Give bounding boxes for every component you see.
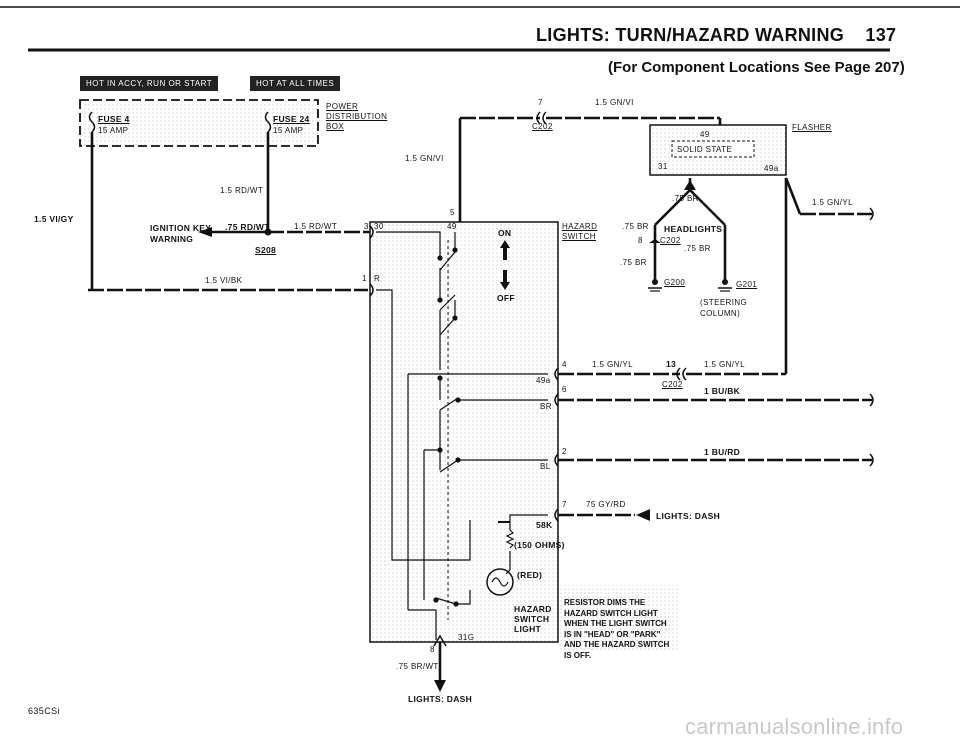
switch-internals [376, 231, 548, 640]
wire-label-vi-bk: 1.5 VI/BK [205, 276, 243, 285]
page-subtitle: (For Component Locations See Page 207) [608, 59, 905, 76]
wire-label-br-wt: .75 BR/WT [396, 662, 439, 671]
splice-s208: S208 [255, 245, 277, 255]
wire-label-br-c: .75 BR [684, 244, 711, 253]
wire-label-br-d: .75 BR [620, 258, 647, 267]
lamp-name-2: SWITCH [514, 614, 550, 624]
pin-7-top: 7 [538, 98, 543, 107]
watermark: carmanualsonline.info [685, 714, 904, 739]
ground-g200-label: G200 [664, 278, 686, 287]
lamp-name-3: LIGHT [514, 624, 541, 634]
headlights-label: HEADLIGHTS [664, 224, 723, 234]
wire-label-rd-wt-75: .75 RD/WT [225, 222, 270, 232]
page-title: LIGHTS: TURN/HAZARD WARNING 137 [536, 25, 896, 46]
power-box-line2: DISTRIBUTION [326, 112, 388, 121]
page-number: 137 [865, 25, 897, 45]
flasher-pin-49a: 49a [764, 164, 779, 173]
wire-label-bu-bk: 1 BU/BK [704, 386, 741, 396]
pin-bl: BL [540, 462, 551, 471]
pin-2: 2 [562, 447, 567, 456]
pin-br: BR [540, 402, 552, 411]
lights-dash-right: LIGHTS: DASH [656, 511, 721, 521]
page-title-text: LIGHTS: TURN/HAZARD WARNING [536, 25, 845, 45]
hot-label-accy: HOT IN ACCY, RUN OR START [80, 76, 219, 91]
hazard-switch-body [369, 221, 559, 643]
pin-7-low: 7 [562, 500, 567, 509]
off-arrow [500, 270, 510, 290]
solid-state-label: SOLID STATE [677, 145, 733, 154]
pin-6: 6 [562, 385, 567, 394]
lamp-name-1: HAZARD [514, 604, 552, 614]
wire-label-rd-wt-15: 1.5 RD/WT [220, 186, 264, 195]
pin-49: 49 [447, 222, 457, 231]
power-box-line1: POWER [326, 102, 359, 111]
wire-label-br-a: .75 BR [672, 194, 699, 203]
resistor-note: RESISTOR DIMS THE HAZARD SWITCH LIGHT WH… [564, 598, 670, 660]
fuse24-label: FUSE 24 [273, 114, 310, 124]
pin-49a-switch: 49a [536, 376, 551, 385]
solid-state-box [671, 140, 755, 158]
pin-1: 1 [362, 274, 367, 283]
lamp-color-label: (RED) [517, 570, 543, 580]
wire-label-bu-rd: 1 BU/RD [704, 447, 741, 457]
connector-c202-low: C202 [662, 380, 683, 389]
ignition-key-label: IGNITION KEY [150, 223, 212, 233]
pin-8-bottom: 8 [430, 645, 435, 654]
lights-dash-bottom: LIGHTS: DASH [408, 694, 473, 704]
pin-r: R [374, 274, 381, 283]
fuse4-rating: 15 AMP [98, 126, 129, 135]
flasher-pin-49: 49 [700, 130, 710, 139]
pin-31g: 31G [458, 633, 475, 642]
wire-label-br-b: .75 BR [622, 222, 649, 231]
on-arrow [500, 240, 510, 260]
wire-label-rd-wt-15b: 1.5 RD/WT [294, 222, 338, 231]
switch-contacts [433, 247, 461, 607]
ignition-warning-label: WARNING [150, 234, 194, 244]
connector-c202-mid: C202 [660, 236, 681, 245]
note-box [560, 585, 680, 650]
hazard-switch-label-1: HAZARD [562, 222, 598, 231]
hot-label-all-times: HOT AT ALL TIMES [250, 76, 341, 91]
wire-label-gy-rd: 75 GY/RD [586, 500, 626, 509]
pin-5: 5 [450, 208, 455, 217]
wire-label-vi-gy: 1.5 VI/GY [34, 214, 74, 224]
pin-4: 4 [562, 360, 567, 369]
fuse4-symbol [88, 111, 96, 133]
fuse4-label: FUSE 4 [98, 114, 130, 124]
wire-label-gn-yl-right: 1.5 GN/YL [812, 198, 853, 207]
ground-g201-note-1: (STEERING [700, 298, 748, 307]
hazard-switch-label-2: SWITCH [562, 232, 596, 241]
flasher-pin-31: 31 [658, 162, 668, 171]
switch-on-label: ON [498, 228, 512, 238]
ground-g201-note-2: COLUMN) [700, 309, 741, 318]
wire-label-gn-vi-top: 1.5 GN/VI [595, 98, 634, 107]
flasher-label: FLASHER [792, 123, 832, 132]
resistor-label: (150 OHMS) [514, 540, 565, 550]
resistor-symbol [505, 529, 515, 549]
wire-label-gn-vi-left: 1.5 GN/VI [405, 154, 444, 163]
pin-58k: 58K [536, 520, 553, 530]
fuse24-symbol [264, 111, 272, 133]
switch-off-label: OFF [497, 293, 515, 303]
wire-label-gn-yl-a: 1.5 GN/YL [592, 360, 633, 369]
power-distribution-box [79, 99, 319, 147]
ground-g201-label: G201 [736, 280, 758, 289]
power-box-line3: BOX [326, 122, 345, 131]
pin-30: 30 [374, 222, 384, 231]
pin-3: 3 [364, 222, 369, 231]
pin-13: 13 [666, 359, 677, 369]
ignition-arrow [198, 227, 212, 237]
fuse24-rating: 15 AMP [273, 126, 304, 135]
wire-label-gn-yl-b: 1.5 GN/YL [704, 360, 745, 369]
model-label: 635CSi [28, 706, 60, 716]
connector-c202-top: C202 [532, 122, 553, 131]
pin-8-headlights: 8 [638, 236, 643, 245]
